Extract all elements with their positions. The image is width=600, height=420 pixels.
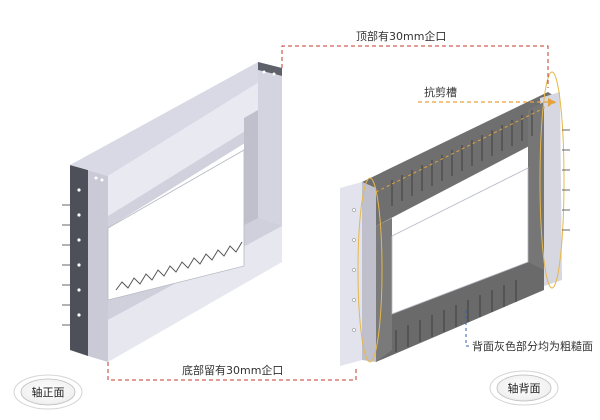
- back-badge: 轴背面: [489, 370, 559, 406]
- top-notch-label: 顶部有30mm企口: [356, 29, 446, 43]
- back-right-column: [540, 92, 562, 286]
- bottom-notch-leader: [107, 362, 357, 381]
- bottom-notch-label: 底部留有30mm企口: [182, 363, 283, 377]
- back-top-beam-rough: [362, 92, 560, 226]
- back-left-loop: [357, 177, 383, 363]
- rough-surface-leader: [465, 310, 470, 347]
- shear-key-label: 抗剪槽: [424, 85, 457, 99]
- back-left-column-side: [362, 182, 376, 362]
- back-right-loop: [539, 71, 565, 289]
- shear-key-arrowhead: [548, 98, 556, 106]
- front-right-column-top: [258, 62, 282, 76]
- back-column-holes: [352, 208, 356, 332]
- front-inner-top-soffit: [108, 108, 282, 228]
- back-right-rebar-stubs: [562, 129, 570, 231]
- front-top-notch-marks: [94, 70, 276, 182]
- front-badge: 轴正面: [13, 374, 83, 410]
- front-left-column-side: [70, 165, 88, 356]
- front-left-rebar-stubs: [62, 204, 70, 326]
- top-notch-leader: [281, 45, 549, 88]
- front-left-column-face: [88, 170, 108, 362]
- back-panel: [340, 71, 570, 366]
- front-panel: [62, 62, 282, 362]
- back-top-rebar-ticks: [391, 110, 533, 206]
- front-top-beam-top: [70, 62, 282, 176]
- rough-surface-label: 背面灰色部分均为粗糙面: [472, 339, 593, 353]
- front-badge-label: 轴正面: [32, 385, 65, 399]
- back-left-column-face: [340, 182, 362, 366]
- front-opening: [107, 149, 245, 301]
- back-badge-label: 轴背面: [508, 381, 541, 395]
- back-bottom-beam-rough: [376, 262, 544, 362]
- back-bottom-rebar-ticks: [395, 280, 517, 352]
- front-top-beam-face: [108, 68, 282, 216]
- back-opening: [391, 167, 529, 315]
- front-rebar-zigzag: [115, 241, 243, 291]
- back-left-inner-rough: [376, 218, 392, 362]
- front-column-holes: [77, 188, 81, 317]
- front-right-column-face: [258, 70, 282, 262]
